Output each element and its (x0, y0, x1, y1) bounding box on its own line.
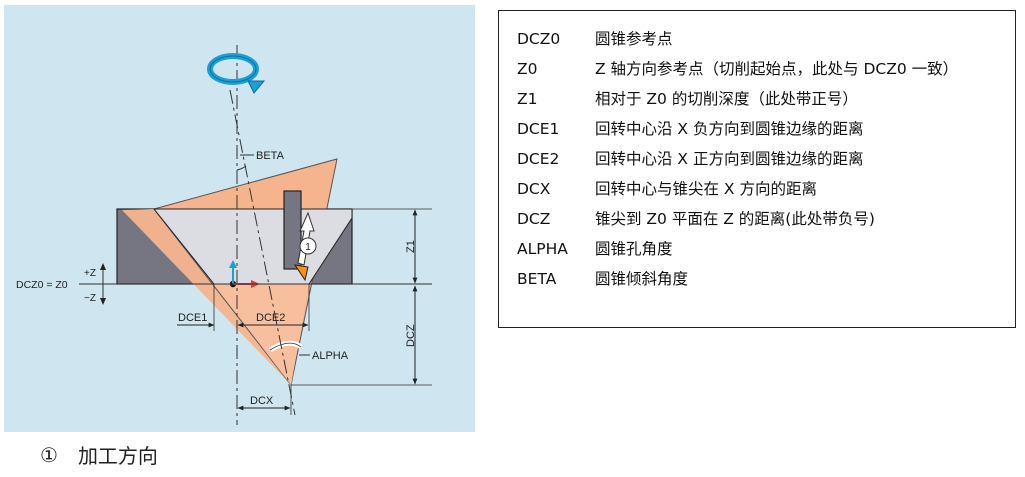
legend-row: DCZ 锥尖到 Z0 平面在 Z 的距离(此处带负号) (517, 209, 875, 229)
caption: ① 加工方向 (40, 440, 158, 469)
legend-desc: 圆锥倾斜角度 (595, 270, 689, 288)
cone-axis (229, 89, 296, 416)
cone-lower-fill (214, 284, 309, 385)
z1-label: Z1 (405, 240, 417, 253)
legend-desc: 锥尖到 Z0 平面在 Z 的距离(此处带负号) (595, 210, 875, 228)
dcx-label: DCX (250, 395, 274, 407)
alpha-label: ALPHA (312, 350, 349, 362)
beta-label: BETA (256, 150, 285, 162)
tool-holder (283, 190, 302, 270)
caption-marker: ① (40, 442, 58, 467)
legend-desc: Z 轴方向参考点（切削起始点，此处与 DCZ0 一致） (595, 60, 959, 78)
legend-term: ALPHA (517, 240, 568, 258)
callout-circle (299, 237, 317, 255)
legend-row: Z1 相对于 Z0 的切削深度（此处带正号） (517, 89, 858, 109)
callout-number: 1 (305, 242, 311, 253)
legend-row: ALPHA 圆锥孔角度 (517, 239, 673, 259)
legend-row: DCZ0 圆锥参考点 (517, 29, 673, 49)
cone-machining-diagram: 1 BETA ALPHA +Z −Z DCZ0 = Z0 (4, 5, 475, 432)
dce2-label: DCE2 (256, 312, 285, 324)
beta-arc (236, 165, 247, 171)
legend-term: Z1 (517, 90, 538, 108)
legend-row: DCE1 回转中心沿 X 负方向到圆锥边缘的距离 (517, 119, 863, 139)
dcz0-z0-label: DCZ0 = Z0 (16, 279, 68, 291)
diagram-svg: 1 BETA ALPHA +Z −Z DCZ0 = Z0 (16, 45, 432, 425)
legend-row: DCX 回转中心与锥尖在 X 方向的距离 (517, 179, 817, 199)
legend-term: DCE2 (517, 150, 560, 168)
legend-desc: 圆锥参考点 (595, 30, 673, 48)
legend-desc: 相对于 Z0 的切削深度（此处带正号） (595, 90, 858, 108)
tool-tip (293, 264, 309, 282)
minus-z-label: −Z (84, 293, 96, 304)
plus-z-label: +Z (84, 268, 96, 279)
dcz-label: DCZ (405, 324, 417, 347)
legend-row: BETA 圆锥倾斜角度 (517, 269, 688, 289)
legend-term: DCX (517, 180, 551, 198)
rotation-icon (207, 53, 266, 94)
legend-desc: 回转中心沿 X 负方向到圆锥边缘的距离 (595, 120, 864, 138)
legend-term: DCE1 (517, 120, 560, 138)
legend-term: Z0 (517, 60, 538, 78)
alpha-arc-line (269, 342, 302, 351)
legend-desc: 回转中心沿 X 正方向到圆锥边缘的距离 (595, 150, 864, 168)
legend-term: DCZ0 (517, 30, 561, 48)
z-ref-down-arrow (100, 298, 106, 305)
dce1-label: DCE1 (178, 312, 207, 324)
legend-row: DCE2 回转中心沿 X 正方向到圆锥边缘的距离 (517, 149, 863, 169)
z-ref-up-arrow (100, 263, 106, 270)
legend-desc: 圆锥孔角度 (595, 240, 673, 258)
legend-row: Z0 Z 轴方向参考点（切削起始点，此处与 DCZ0 一致） (517, 59, 958, 79)
legend-term: DCZ (517, 210, 551, 228)
legend-term: BETA (517, 270, 557, 288)
z-axis-arrowhead (229, 260, 237, 268)
caption-text: 加工方向 (77, 444, 158, 468)
legend-desc: 回转中心与锥尖在 X 方向的距离 (595, 180, 817, 198)
